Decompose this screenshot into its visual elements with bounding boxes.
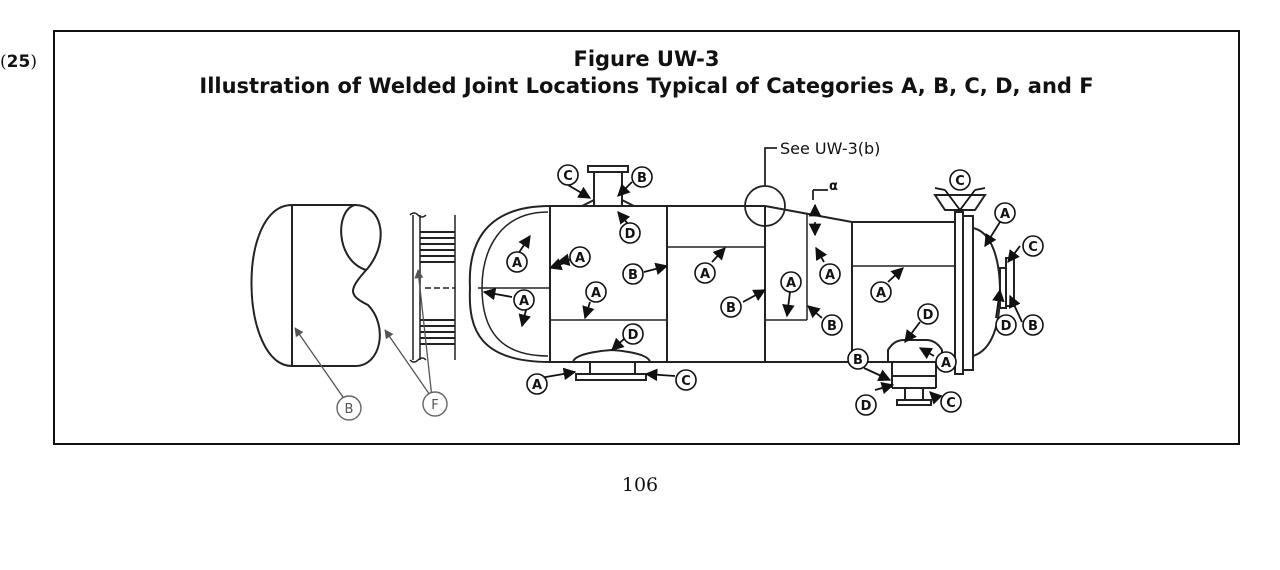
label-D-lower-flange: D [855,394,877,416]
label-B-shell-2: B [720,296,742,318]
label-B-shell-1: B [622,263,644,285]
svg-text:D: D [628,328,639,343]
label-D-top-nozzle: D [619,222,641,244]
label-A-shell-3: A [694,262,716,284]
svg-text:B: B [853,353,863,368]
figure-number: Figure UW-3 [573,47,720,71]
svg-text:A: A [512,256,522,271]
detail-callout: See UW-3(b) α [744,139,880,237]
label-A-right-head: A [994,202,1016,224]
top-right-flange [933,194,987,211]
svg-text:D: D [625,227,636,242]
label-A-shell-5: A [870,281,892,303]
svg-text:A: A [1000,207,1010,222]
label-D-lower-nozzle: D [917,303,939,325]
figure-caption: Illustration of Welded Joint Locations T… [199,74,1094,98]
label-A-bottom-manway: A [526,373,548,395]
svg-text:A: A [532,378,542,393]
page-number: 106 [621,474,659,496]
label-D-right-nozzle: D [995,314,1017,336]
tubesheet-section [409,212,456,363]
svg-text:A: A [825,268,835,283]
label-B-top-nozzle: B [631,166,653,188]
svg-text:A: A [591,286,601,301]
svg-text:A: A [786,276,796,291]
shell-section-sketch [250,204,382,367]
svg-text:B: B [827,319,837,334]
label-A-shell-2: A [585,281,607,303]
edition-marker: (25) [0,52,37,72]
label-D-bottom-manway: D [622,323,644,345]
vessel-body [468,205,1015,375]
label-B-right-nozzle: B [1022,314,1044,336]
svg-text:C: C [563,169,573,184]
angle-alpha-label: α [829,179,838,194]
edition-number: 25 [6,52,31,72]
svg-text:D: D [1001,319,1012,334]
svg-text:B: B [628,268,638,283]
svg-text:C: C [955,174,965,189]
figure-frame: Figure UW-3 Illustration of Welded Joint… [53,30,1240,445]
label-A-head-upper: A [506,251,528,273]
svg-text:A: A [700,267,710,282]
label-F-tubesheet: F [422,391,448,417]
svg-text:D: D [861,399,872,414]
label-B-cone: B [821,314,843,336]
label-C-right-nozzle: C [1022,235,1044,257]
svg-text:B: B [726,301,736,316]
svg-text:B: B [1028,319,1038,334]
label-A-shell-4: A [780,271,802,293]
label-C-bottom-manway: C [675,369,697,391]
svg-text:F: F [431,398,438,413]
svg-text:A: A [876,286,886,301]
svg-text:B: B [637,171,647,186]
svg-text:A: A [519,294,529,309]
label-A-lower-nozzle: A [935,351,957,373]
label-B-lower-nozzle: B [847,348,869,370]
label-A-cone: A [819,263,841,285]
svg-text:C: C [1028,240,1038,255]
label-C-lower-flange: C [940,391,962,413]
label-C-top-right: C [949,169,971,191]
svg-text:D: D [923,308,934,323]
label-B-shell-sketch: B [336,395,362,421]
label-A-shell-1: A [569,246,591,268]
svg-text:C: C [946,396,956,411]
svg-text:A: A [941,356,951,371]
top-nozzle [581,165,635,207]
see-uw-3b-label: See UW-3(b) [780,139,880,158]
welded-joint-diagram: See UW-3(b) α [250,139,1044,421]
label-A-head-lower: A [513,289,535,311]
category-labels: C B D A A A A B A B A A B A D A B D C D … [506,164,1044,416]
label-C-top-nozzle: C [557,164,579,186]
svg-text:B: B [345,402,354,417]
svg-text:C: C [681,374,691,389]
svg-text:A: A [575,251,585,266]
bottom-nozzle [572,348,651,381]
